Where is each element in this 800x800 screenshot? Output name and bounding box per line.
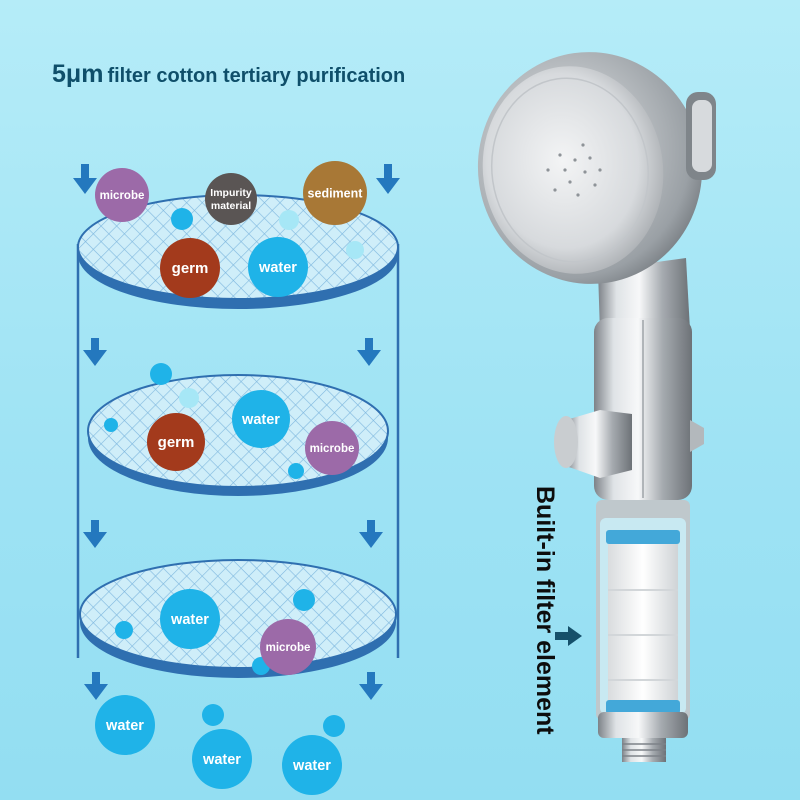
bubble-microbe: microbe xyxy=(95,168,149,222)
flow-arrows xyxy=(73,164,400,700)
filter-layer-top xyxy=(77,194,399,309)
water-droplets xyxy=(104,208,364,737)
down-arrow-icon xyxy=(83,338,107,366)
bubble-label: water xyxy=(170,612,209,628)
bubble-microbe: microbe xyxy=(260,619,316,675)
down-arrow-icon xyxy=(83,520,107,548)
filter-layer-bottom xyxy=(79,559,397,678)
down-arrow-icon xyxy=(84,672,108,700)
cylinder-outline xyxy=(76,244,400,658)
headline-text: filter cotton tertiary purification xyxy=(107,65,406,87)
bubble-water: water xyxy=(232,390,290,448)
bubble-label: material xyxy=(211,200,251,212)
down-arrow-icon xyxy=(357,338,381,366)
shower-head-product xyxy=(477,52,716,762)
headline-prefix: 5μm xyxy=(52,60,104,88)
filter-element-caption: Built-in filter element xyxy=(531,486,559,735)
right-arrow-icon xyxy=(555,626,582,646)
bubble-germ: germ xyxy=(160,238,220,298)
output-water-3: water xyxy=(282,735,342,795)
bubble-label: microbe xyxy=(310,443,355,455)
bubble-water: water xyxy=(248,237,308,297)
bubble-label: water xyxy=(105,718,144,734)
bubble-label: microbe xyxy=(100,190,145,202)
bubble-sediment: sediment xyxy=(303,161,367,225)
bubble-label: water xyxy=(202,752,241,768)
bubble-germ: germ xyxy=(147,413,205,471)
bubble-label: sediment xyxy=(308,186,364,200)
bubble-label: water xyxy=(292,758,331,774)
bubble-label: microbe xyxy=(266,642,311,654)
down-arrow-icon xyxy=(359,520,383,548)
bubble-label: water xyxy=(258,260,297,276)
bubble-label: germ xyxy=(158,434,195,451)
output-water-2: water xyxy=(192,729,252,789)
bubble-label: water xyxy=(241,412,280,428)
bubble-water: water xyxy=(160,589,220,649)
bubble-microbe: microbe xyxy=(305,421,359,475)
down-arrow-icon xyxy=(359,672,383,700)
bubble-label: Impurity xyxy=(210,187,252,199)
down-arrow-icon xyxy=(73,164,97,194)
bubble-impurity-material: Impurity material xyxy=(205,173,257,225)
down-arrow-icon xyxy=(376,164,400,194)
output-water-1: water xyxy=(95,695,155,755)
bubble-label: germ xyxy=(172,260,209,277)
